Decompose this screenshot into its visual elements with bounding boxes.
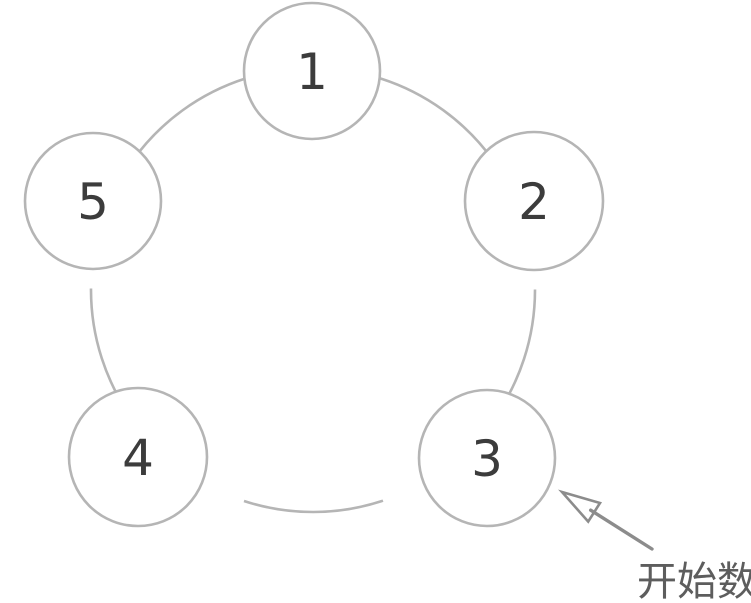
node-3[interactable]: 3 [417, 388, 557, 528]
edge-node1-node2 [379, 77, 494, 161]
node-3-circle[interactable] [417, 388, 557, 528]
node-4-label: 4 [122, 429, 154, 487]
node-2-label: 2 [518, 173, 550, 231]
node-5-label: 5 [77, 173, 109, 231]
node-3-label: 3 [471, 430, 503, 488]
node-4-circle[interactable] [67, 386, 209, 528]
start-annotation-label: 开始数 [637, 559, 751, 603]
edge-node5-node1 [131, 77, 247, 162]
node-5-circle[interactable] [23, 131, 163, 271]
node-4[interactable]: 4 [67, 386, 209, 528]
node-2[interactable]: 2 [463, 130, 605, 272]
node-1[interactable]: 1 [242, 1, 382, 141]
start-pointer [558, 489, 654, 551]
node-1-label: 1 [296, 43, 328, 101]
pointer-shaft-line [589, 508, 654, 551]
node-1-circle[interactable] [242, 1, 382, 141]
node-5[interactable]: 5 [23, 131, 163, 271]
arrowhead-icon [558, 489, 603, 524]
edge-node3-node4 [243, 499, 384, 514]
node-2-circle[interactable] [463, 130, 605, 272]
